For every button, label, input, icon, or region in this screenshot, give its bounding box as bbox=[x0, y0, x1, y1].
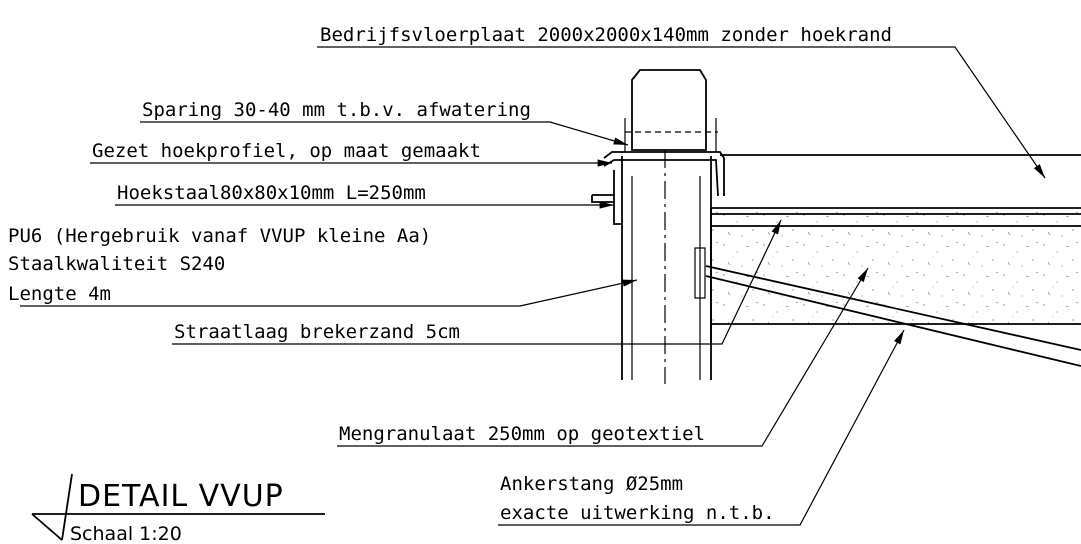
label-anchor-note: exacte uitwerking n.t.b. bbox=[500, 502, 775, 524]
floor-plate bbox=[710, 207, 1081, 344]
sheet-pile bbox=[621, 150, 712, 384]
label-steel-grade: Staalkwaliteit S240 bbox=[8, 253, 225, 275]
label-sheet-pile-type: PU6 (Hergebruik vanaf VVUP kleine Aa) bbox=[8, 225, 431, 247]
label-bedding-sand: Straatlaag brekerzand 5cm bbox=[174, 321, 460, 343]
leader-lines bbox=[20, 46, 1046, 526]
detail-title: DETAIL VVUP bbox=[78, 479, 284, 514]
detail-scale: Schaal 1:20 bbox=[70, 523, 182, 544]
label-angle-steel: Hoekstaal80x80x10mm L=250mm bbox=[117, 182, 426, 204]
title-block: DETAIL VVUP Schaal 1:20 bbox=[31, 473, 325, 544]
anchor-rod bbox=[705, 265, 1081, 367]
label-anchor-rod: Ankerstang Ø25mm bbox=[500, 473, 683, 495]
angle-steel bbox=[591, 170, 622, 225]
label-floor-plate: Bedrijfsvloerplaat 2000x2000x140mm zonde… bbox=[320, 24, 892, 46]
label-angle-profile: Gezet hoekprofiel, op maat gemaakt bbox=[92, 140, 481, 162]
label-pile-length: Lengte 4m bbox=[8, 283, 111, 305]
capping-block bbox=[625, 69, 718, 151]
label-mixed-granulate: Mengranulaat 250mm op geotextiel bbox=[339, 423, 705, 445]
label-recess: Sparing 30-40 mm t.b.v. afwatering bbox=[142, 99, 531, 121]
